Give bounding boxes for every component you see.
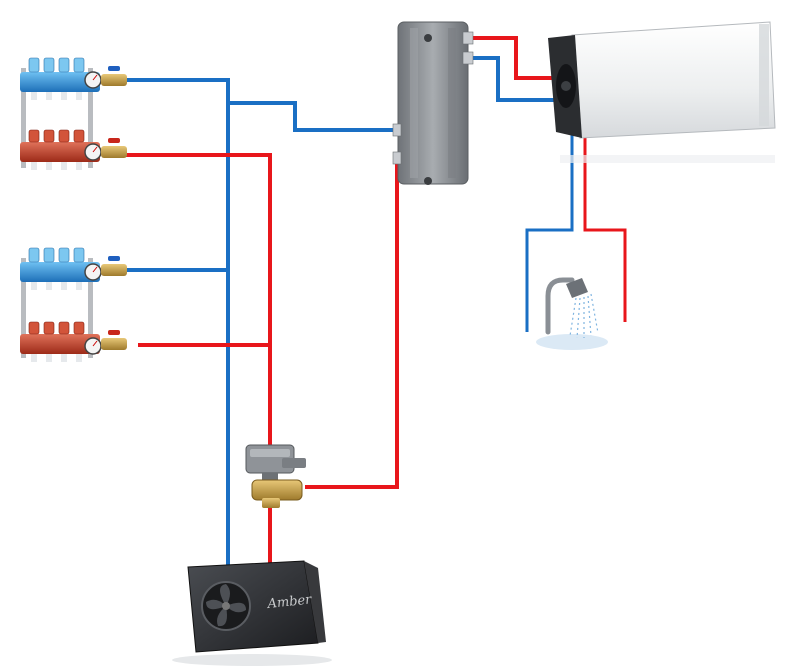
three-way-valve: [245, 444, 306, 508]
valve-handle-red-icon: [108, 138, 120, 143]
manifold-bottom-return-bar: [20, 334, 100, 354]
valve-handle-red-icon: [108, 330, 120, 335]
hot-pipe-tank-to-boiler: [470, 36, 560, 80]
cold-pipe-to-shower: [525, 125, 574, 332]
cold-pipe-to-tank: [228, 101, 400, 132]
manifold-top-supply-bar: [20, 72, 100, 92]
heat-pump-brand: Amber: [266, 592, 313, 612]
valve-handle-blue-icon: [108, 66, 120, 71]
buffer-tank: [392, 21, 474, 185]
manifold-bottom-supply-bar: [20, 262, 100, 282]
hot-pipe-valve-to-tank: [305, 160, 399, 489]
cold-pipe-manifold1: [125, 78, 230, 567]
cold-pipe-tank-to-boiler: [468, 56, 567, 102]
underfloor-manifold-bottom: [20, 247, 127, 362]
heat-pump: Amber: [172, 560, 332, 666]
shower-icon: [536, 277, 608, 350]
hot-pipe-to-shower: [583, 130, 627, 322]
manifold-top-return-bar: [20, 142, 100, 162]
underfloor-manifold-top: [20, 57, 127, 170]
fan-icon: [201, 581, 251, 631]
hot-pipe-manifold1: [125, 153, 272, 450]
valve-handle-blue-icon: [108, 256, 120, 261]
water-heater: [548, 21, 776, 163]
